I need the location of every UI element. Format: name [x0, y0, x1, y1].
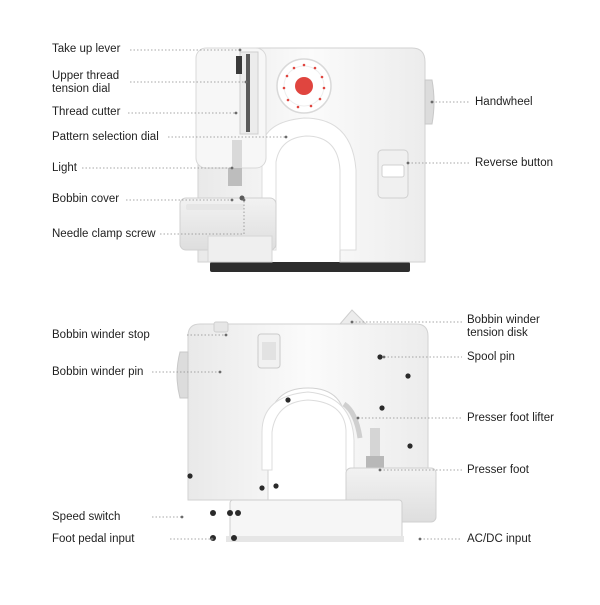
back-handwheel-shape: [176, 351, 189, 399]
label-bobbin-winder-tension-disk: Bobbin winder tension disk: [467, 314, 540, 339]
label-light: Light: [52, 162, 77, 174]
foot-pedal-port-shape: [210, 535, 216, 541]
speed-switch-shape: [210, 510, 216, 516]
label-foot-pedal-input: Foot pedal input: [52, 533, 135, 545]
acdc-port-shape: [231, 535, 237, 541]
label-bobbin-winder-pin: Bobbin winder pin: [52, 366, 144, 378]
label-acdc-input: AC/DC input: [467, 533, 531, 545]
label-reverse-button: Reverse button: [475, 157, 553, 169]
label-pattern-selection-dial: Pattern selection dial: [52, 131, 159, 143]
screw-holes: [187, 354, 413, 491]
label-bobbin-cover: Bobbin cover: [52, 193, 120, 205]
base-foot: [210, 262, 410, 272]
label-bobbin-winder-stop: Bobbin winder stop: [52, 329, 150, 341]
back-base-shape: [229, 499, 403, 541]
thread-guide: [246, 54, 250, 132]
label-thread-cutter: Thread cutter: [52, 106, 121, 118]
label-presser-foot-lifter: Presser foot lifter: [467, 412, 554, 424]
needle-bar: [232, 140, 242, 186]
machine-back-view: [176, 309, 437, 542]
pattern-dial-center: [295, 77, 313, 95]
presser-foot-shape: [228, 168, 242, 186]
label-spool-pin: Spool pin: [467, 351, 515, 363]
machine-front-view: [179, 47, 435, 272]
take-up-lever-shape: [236, 56, 242, 74]
presser-foot-lifter-shape: [342, 401, 363, 439]
label-needle-clamp-screw: Needle clamp screw: [52, 228, 156, 240]
leader-lines: [82, 48, 470, 541]
label-upper-thread-tension-dial: Upper thread tension dial: [52, 70, 120, 95]
handwheel-shape: [424, 79, 435, 125]
label-take-up-lever: Take up lever: [52, 43, 121, 55]
label-presser-foot: Presser foot: [467, 464, 529, 476]
presser-foot-back-shape: [366, 456, 384, 470]
label-speed-switch: Speed switch: [52, 511, 121, 523]
tension-disk-shape: [338, 309, 368, 325]
label-handwheel: Handwheel: [475, 96, 533, 108]
